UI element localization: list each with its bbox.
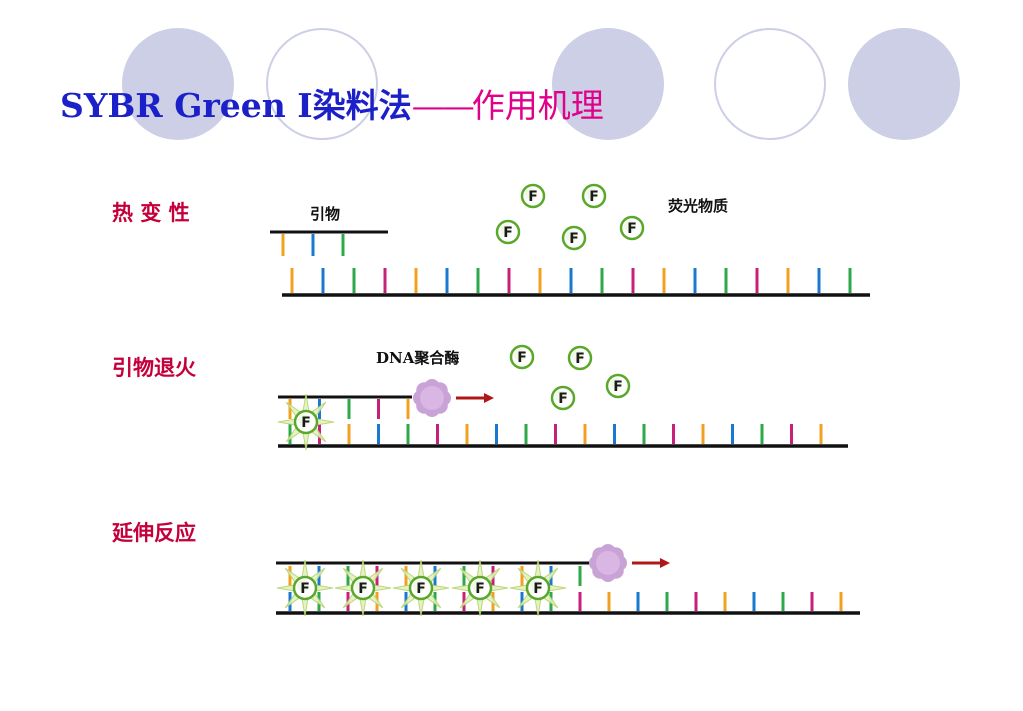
dye-molecule-highlight [297,580,309,592]
dye-symbol: F [517,350,527,366]
decorative-circle [266,28,378,140]
dye-molecule-highlight [586,188,598,200]
dye-symbol: F [475,581,485,597]
dye-symbol: F [558,391,568,407]
dye-molecule-highlight [610,378,622,390]
polymerase-label: DNA聚合酶 [376,349,460,367]
dye-molecule-highlight [624,220,636,232]
direction-arrow-head [660,558,670,568]
decorative-circle [552,28,664,140]
dye-molecule-highlight [525,188,537,200]
slide-title: SYBR Green I染料法——作用机理 [60,86,604,126]
dye-molecule-highlight [472,580,484,592]
decorative-circle [714,28,826,140]
step-label-annealing: 引物退火 [112,355,196,380]
dye-molecule-highlight [500,224,512,236]
dye-symbol: F [589,189,599,205]
dye-symbol: F [533,581,543,597]
step-label-denaturation: 热 变 性 [112,200,190,225]
dye-symbol: F [300,581,310,597]
primer-label: 引物 [310,205,341,223]
dye-molecule-highlight [355,580,367,592]
dye-symbol: F [503,225,513,241]
dye-symbol: F [569,231,579,247]
dye-symbol: F [528,189,538,205]
decorative-circle [122,28,234,140]
title-sub: 作用机理 [471,86,604,125]
step-label-extension: 延伸反应 [112,520,196,545]
direction-arrow-head [484,393,494,403]
dye-molecule-highlight [566,230,578,242]
dye-symbol: F [613,379,623,395]
dye-symbol: F [416,581,426,597]
dye-molecule-highlight [555,390,567,402]
dye-molecule-highlight [413,580,425,592]
dye-molecule-highlight [298,414,310,426]
dye-molecule-highlight [572,350,584,362]
dye-symbol: F [575,351,585,367]
dye-label: 荧光物质 [668,197,729,215]
title-main: SYBR Green I染料法 [60,86,412,125]
decorative-circle [848,28,960,140]
title-dash: —— [411,86,475,125]
dye-symbol: F [627,221,637,237]
dye-symbol: F [358,581,368,597]
dye-molecule-highlight [530,580,542,592]
dye-symbol: F [301,415,311,431]
dye-molecule-highlight [514,349,526,361]
polymerase-core [596,551,620,575]
polymerase-core [420,386,444,410]
